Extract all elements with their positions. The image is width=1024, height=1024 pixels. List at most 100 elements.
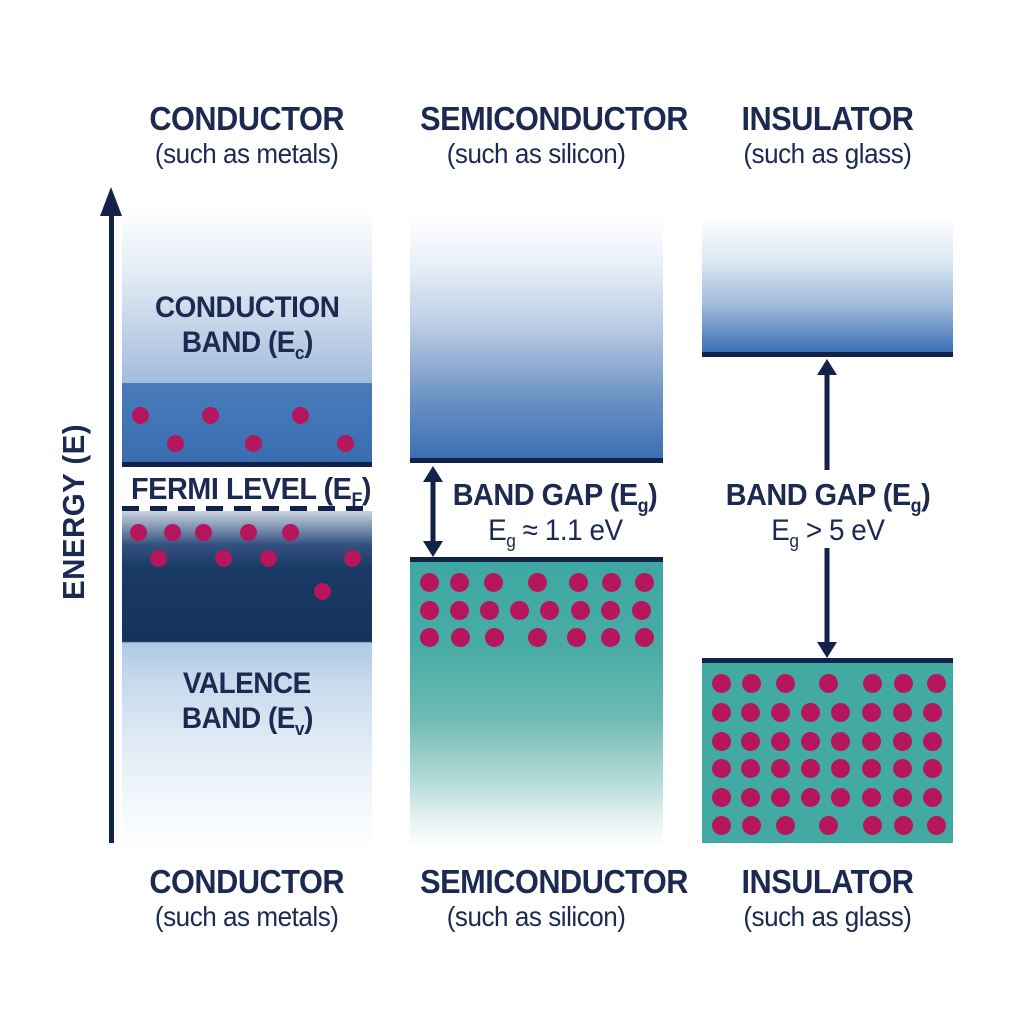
insulator-valence-electron-dot xyxy=(711,758,731,778)
conductor-valence-electron-dot xyxy=(343,549,361,567)
energy-axis-arrowhead-icon xyxy=(100,187,122,216)
semiconductor-header: SEMICONDUCTOR (such as silicon) xyxy=(410,100,688,170)
insulator-valence-electron-dot xyxy=(800,702,820,722)
conductor-valence-electron-dot xyxy=(194,523,212,541)
semiconductor-valence-electron-dot xyxy=(483,572,503,592)
conductor-conduction-electron-dot xyxy=(201,406,219,424)
insulator-valence-electron-dot xyxy=(861,787,881,807)
insulator-valence-electron-dot xyxy=(818,815,838,835)
conductor-conduction-electron-dot xyxy=(131,406,149,424)
conductor-subtitle-top: (such as metals) xyxy=(155,138,339,169)
insulator-valence-electron-dot xyxy=(775,815,795,835)
insulator-valence-electron-dot xyxy=(861,731,881,751)
conductor-valence-electron-dot xyxy=(214,549,232,567)
semiconductor-valence-electron-dot xyxy=(450,627,470,647)
insulator-band-gap-arrow-lower-icon xyxy=(815,548,839,658)
insulator-band-gap-arrow-upper-icon xyxy=(815,359,839,470)
semiconductor-valence-electron-dot xyxy=(479,600,499,620)
conductor-electron-band xyxy=(122,383,372,467)
insulator-valence-electron-dot xyxy=(830,787,850,807)
conductor-conduction-electron-dot xyxy=(244,434,262,452)
semiconductor-valence-electron-dot xyxy=(419,627,439,647)
fermi-level-label: FERMI LEVEL (EF) xyxy=(131,471,372,512)
conductor-valence-electron-dot xyxy=(313,582,331,600)
semiconductor-valence-electron-dot xyxy=(570,600,590,620)
conductor-title-top: CONDUCTOR xyxy=(149,100,345,137)
insulator-valence-electron-dot xyxy=(770,787,790,807)
insulator-valence-electron-dot xyxy=(775,673,795,693)
conductor-valence-band-region: VALENCE BAND (Ev) xyxy=(122,511,372,850)
insulator-valence-electron-dot xyxy=(922,731,942,751)
semiconductor-valence-electron-dot xyxy=(419,600,439,620)
insulator-valence-electron-dot xyxy=(800,731,820,751)
semiconductor-valence-electron-dot xyxy=(527,572,547,592)
insulator-valence-electron-dot xyxy=(770,731,790,751)
insulator-valence-electron-dot xyxy=(926,673,946,693)
insulator-valence-electron-dot xyxy=(740,702,760,722)
semiconductor-valence-electron-dot xyxy=(527,627,547,647)
insulator-valence-electron-dot xyxy=(770,702,790,722)
semiconductor-valence-electron-dot xyxy=(634,627,654,647)
conductor-conduction-band-region: CONDUCTION BAND (Ec) xyxy=(122,212,372,383)
insulator-valence-electron-dot xyxy=(926,815,946,835)
conductor-conduction-electron-dot xyxy=(336,434,354,452)
insulator-valence-electron-dot xyxy=(770,758,790,778)
insulator-valence-electron-dot xyxy=(741,673,761,693)
insulator-valence-electron-dot xyxy=(922,702,942,722)
conductor-valence-electron-dot xyxy=(163,523,181,541)
semiconductor-title-bottom: SEMICONDUCTOR xyxy=(420,863,688,900)
energy-axis-line xyxy=(109,205,114,843)
semiconductor-valence-band xyxy=(410,557,663,845)
insulator-conduction-band xyxy=(702,222,953,357)
insulator-valence-electron-dot xyxy=(862,673,882,693)
semiconductor-valence-electron-dot xyxy=(484,627,504,647)
insulator-valence-electron-dot xyxy=(893,673,913,693)
energy-axis-label: ENERGY (E) xyxy=(56,423,91,601)
insulator-valence-electron-dot xyxy=(861,702,881,722)
semiconductor-valence-electron-dot xyxy=(601,572,621,592)
insulator-valence-electron-dot xyxy=(818,673,838,693)
insulator-valence-electron-dot xyxy=(800,787,820,807)
semiconductor-valence-electron-dot xyxy=(509,600,529,620)
semiconductor-footer: SEMICONDUCTOR (such as silicon) xyxy=(410,863,688,933)
insulator-valence-electron-dot xyxy=(741,815,761,835)
semiconductor-subtitle-top: (such as silicon) xyxy=(447,138,626,169)
insulator-valence-electron-dot xyxy=(711,731,731,751)
insulator-subtitle-bottom: (such as glass) xyxy=(743,901,912,932)
insulator-valence-electron-dot xyxy=(740,787,760,807)
insulator-valence-electron-dot xyxy=(711,673,731,693)
insulator-valence-electron-dot xyxy=(893,815,913,835)
conductor-valence-electron-dot xyxy=(281,523,299,541)
insulator-valence-electron-dot xyxy=(922,787,942,807)
insulator-valence-electron-dot xyxy=(740,731,760,751)
insulator-valence-electron-dot xyxy=(800,758,820,778)
insulator-band-gap-label: BAND GAP (Eg) Eg > 5 eV xyxy=(725,477,930,551)
insulator-valence-electron-dot xyxy=(892,731,912,751)
conductor-subtitle-bottom: (such as metals) xyxy=(155,901,339,932)
insulator-footer: INSULATOR (such as glass) xyxy=(702,863,953,933)
insulator-valence-electron-dot xyxy=(892,787,912,807)
semiconductor-valence-electron-dot xyxy=(449,572,469,592)
conductor-conduction-electron-dot xyxy=(291,406,309,424)
insulator-title-bottom: INSULATOR xyxy=(741,863,914,900)
semiconductor-valence-electron-dot xyxy=(419,572,439,592)
semiconductor-band-gap-arrow-icon xyxy=(421,466,445,557)
insulator-valence-electron-dot xyxy=(830,731,850,751)
semiconductor-valence-electron-dot xyxy=(568,572,588,592)
semiconductor-valence-electron-dot xyxy=(566,627,586,647)
semiconductor-valence-electron-dot xyxy=(600,600,620,620)
insulator-valence-electron-dot xyxy=(892,702,912,722)
semiconductor-valence-electron-dot xyxy=(449,600,469,620)
semiconductor-valence-electron-dot xyxy=(634,572,654,592)
semiconductor-valence-electron-dot xyxy=(539,600,559,620)
insulator-valence-electron-dot xyxy=(830,758,850,778)
semiconductor-title-top: SEMICONDUCTOR xyxy=(420,100,688,137)
valence-band-label: VALENCE BAND (Ev) xyxy=(181,667,313,739)
fermi-level-dashed-line xyxy=(122,506,372,511)
conductor-valence-electron-dot xyxy=(129,523,147,541)
conductor-valence-electron-dot xyxy=(259,549,277,567)
insulator-valence-electron-dot xyxy=(740,758,760,778)
insulator-valence-electron-dot xyxy=(711,702,731,722)
conductor-title-bottom: CONDUCTOR xyxy=(149,863,345,900)
insulator-valence-electron-dot xyxy=(711,815,731,835)
